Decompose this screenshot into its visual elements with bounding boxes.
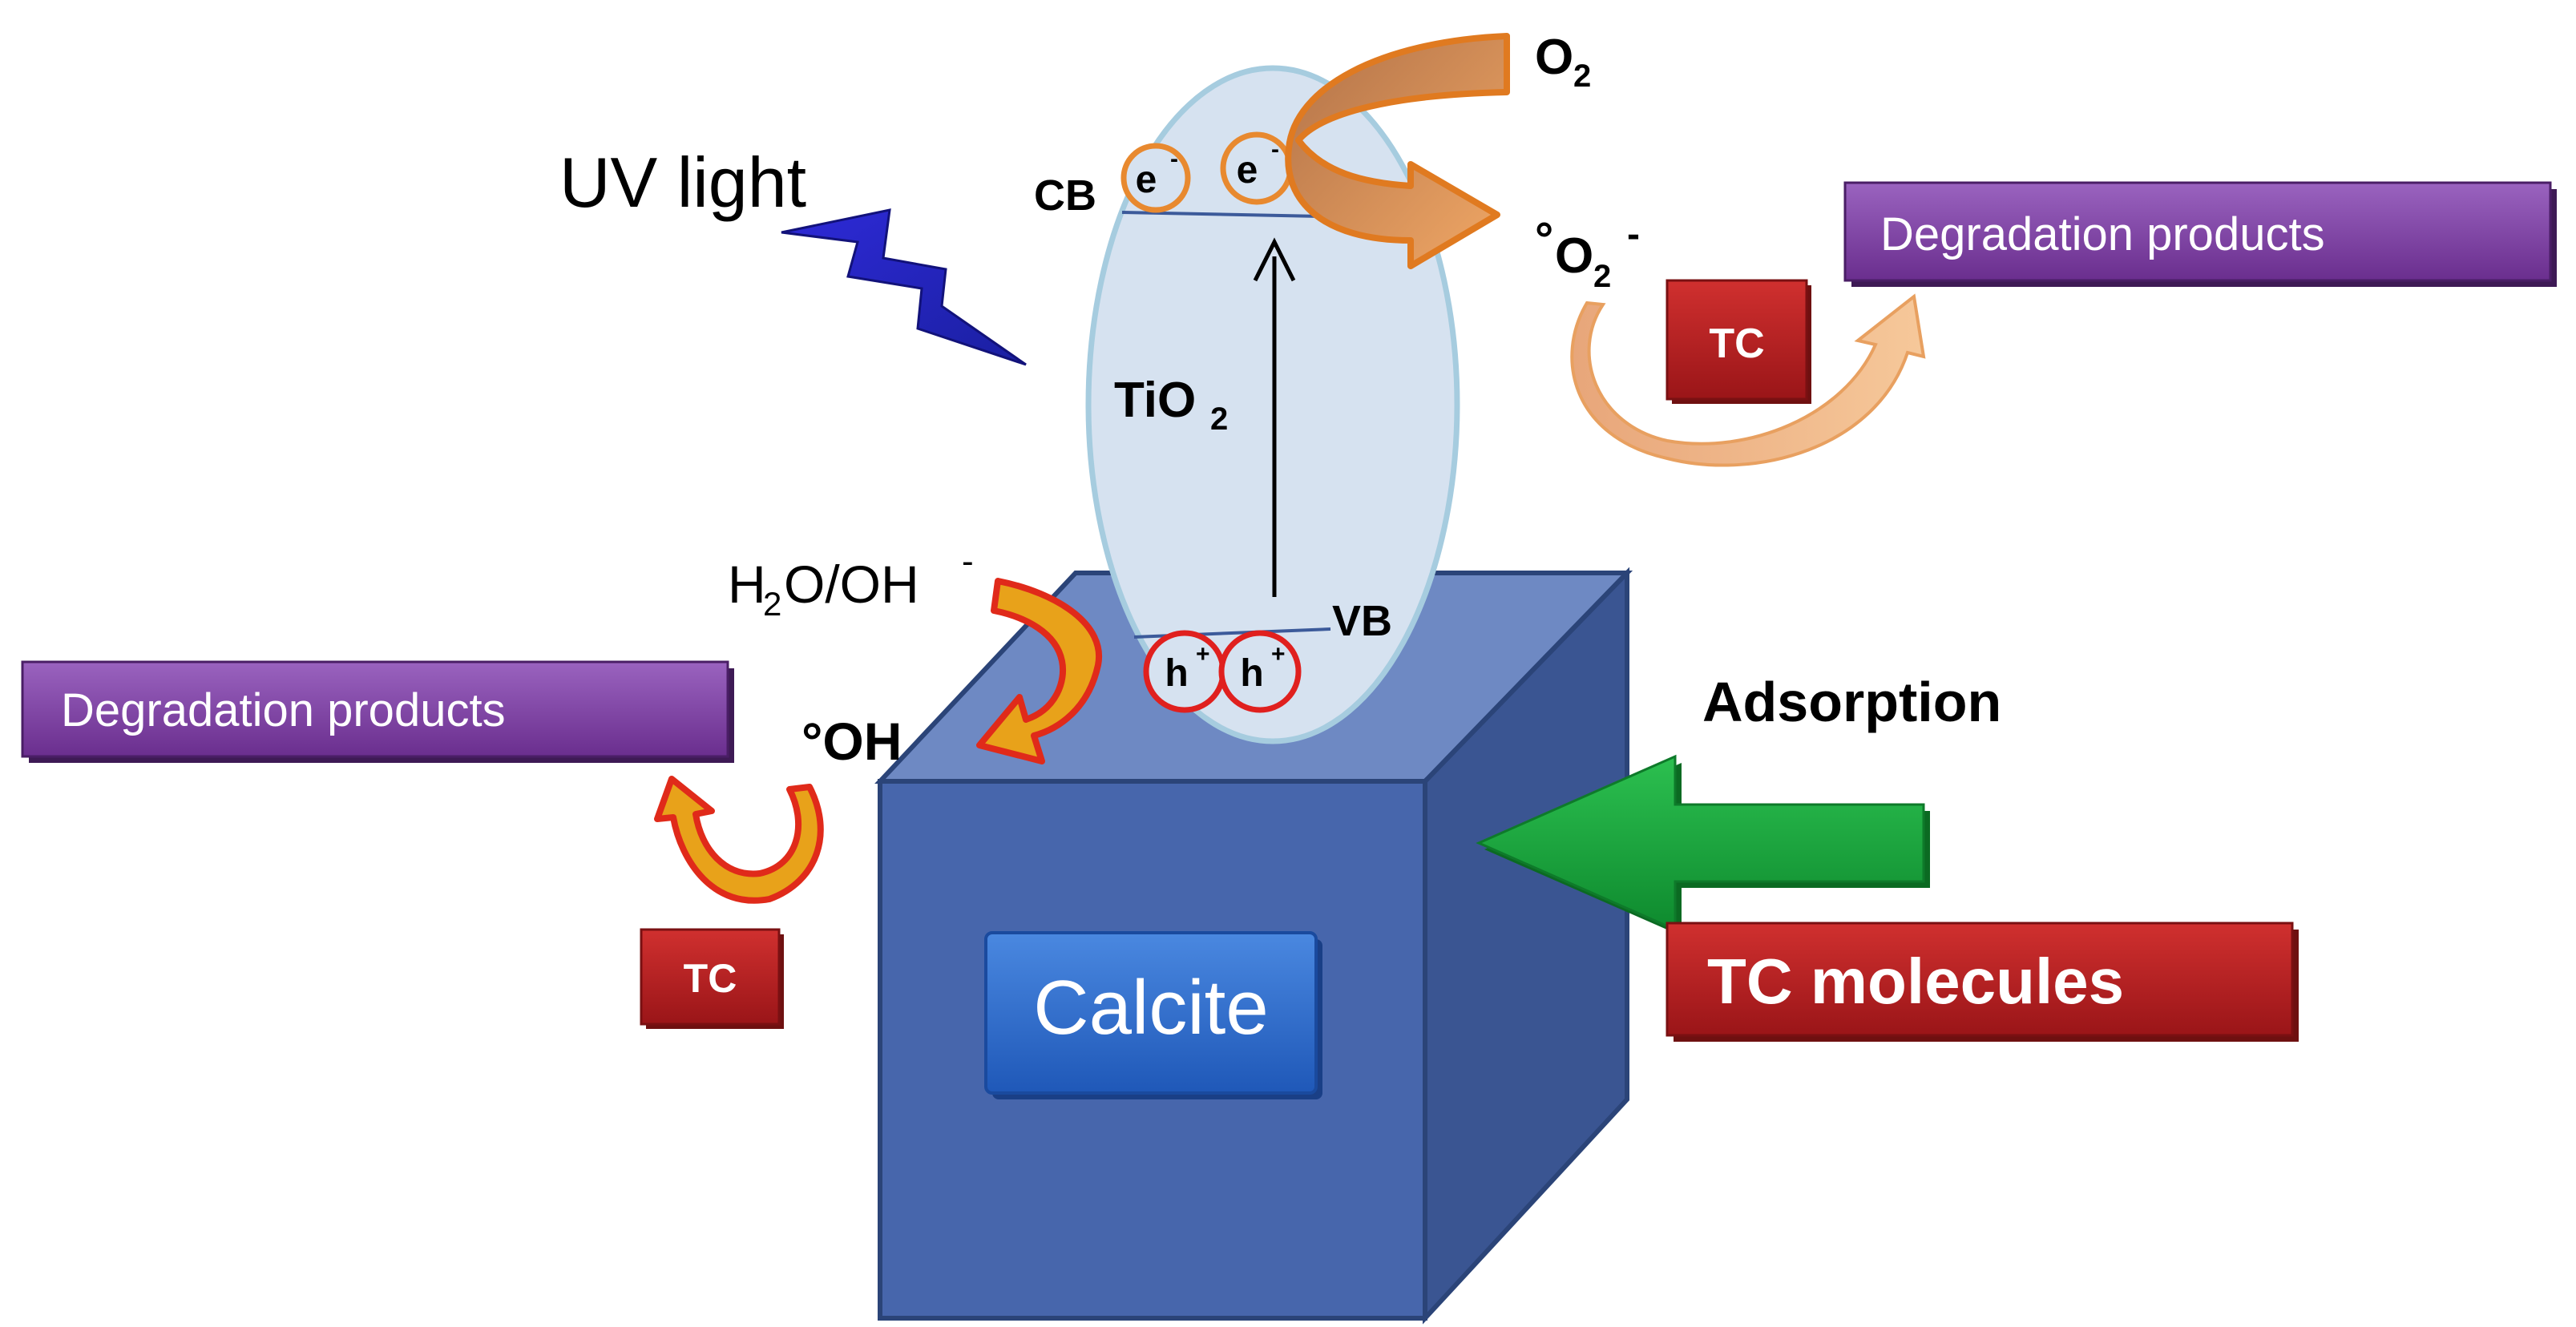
hole-right: h + <box>1218 630 1302 713</box>
svg-text:2: 2 <box>763 585 781 623</box>
tc-left-box: TC <box>640 928 784 1029</box>
lightning-bolt-icon <box>781 208 1027 366</box>
svg-text:-: - <box>962 542 974 581</box>
svg-text:O: O <box>1535 30 1573 85</box>
svg-text:TC molecules: TC molecules <box>1707 946 2124 1017</box>
svg-text:2: 2 <box>1573 58 1591 94</box>
right-degradation-cycle-arrow <box>1570 293 1926 467</box>
o2-label: O 2 <box>1535 30 1591 94</box>
tc-right-box: TC <box>1666 279 1811 404</box>
electron-right: e - <box>1220 131 1294 205</box>
tc-molecules-box: TC molecules <box>1666 922 2299 1042</box>
degradation-products-right-box: Degradation products <box>1843 181 2557 287</box>
svg-text:h: h <box>1165 652 1188 695</box>
svg-text:°: ° <box>1535 213 1553 265</box>
svg-text:+: + <box>1271 641 1286 668</box>
svg-text:Degradation products: Degradation products <box>1880 208 2325 260</box>
water-label: H 2 O/OH - <box>728 542 974 623</box>
conduction-band-line <box>1121 211 1322 218</box>
svg-text:O: O <box>1555 228 1593 284</box>
svg-text:TC: TC <box>1709 321 1764 367</box>
svg-text:2: 2 <box>1210 401 1228 437</box>
electron-left: e - <box>1120 143 1191 213</box>
vb-label: VB <box>1332 597 1392 645</box>
svg-text:O/OH: O/OH <box>784 555 919 614</box>
svg-text:e: e <box>1237 149 1258 192</box>
svg-text:2: 2 <box>1593 259 1611 294</box>
svg-text:H: H <box>728 555 766 614</box>
degradation-products-left-box: Degradation products <box>21 660 734 763</box>
excitation-arrowhead <box>1253 237 1296 282</box>
uv-light-label: UV light <box>559 143 806 222</box>
svg-text:h: h <box>1240 652 1263 695</box>
svg-text:-: - <box>1170 146 1178 172</box>
svg-text:+: + <box>1196 641 1210 668</box>
cb-label: CB <box>1034 171 1096 220</box>
hydroxyl-label: °OH <box>801 712 902 771</box>
hole-left: h + <box>1143 630 1226 713</box>
adsorption-arrow <box>1476 754 1930 936</box>
hydroxyl-formation-arrow <box>976 578 1103 764</box>
calcite-label-box: Calcite <box>984 931 1322 1099</box>
svg-text:-: - <box>1627 213 1640 256</box>
adsorption-label: Adsorption <box>1702 671 2001 733</box>
svg-text:-: - <box>1271 136 1279 163</box>
svg-text:Degradation products: Degradation products <box>61 684 506 736</box>
svg-text:e: e <box>1136 159 1157 201</box>
svg-text:TC: TC <box>684 956 737 1001</box>
left-degradation-cycle-arrow <box>654 776 824 904</box>
tio2-label: TiO 2 <box>1114 373 1228 437</box>
o2-reduction-arrow <box>1285 33 1510 269</box>
superoxide-label: ° O 2 - <box>1535 213 1640 294</box>
calcite-label: Calcite <box>1033 965 1268 1051</box>
svg-text:TiO: TiO <box>1114 373 1196 428</box>
